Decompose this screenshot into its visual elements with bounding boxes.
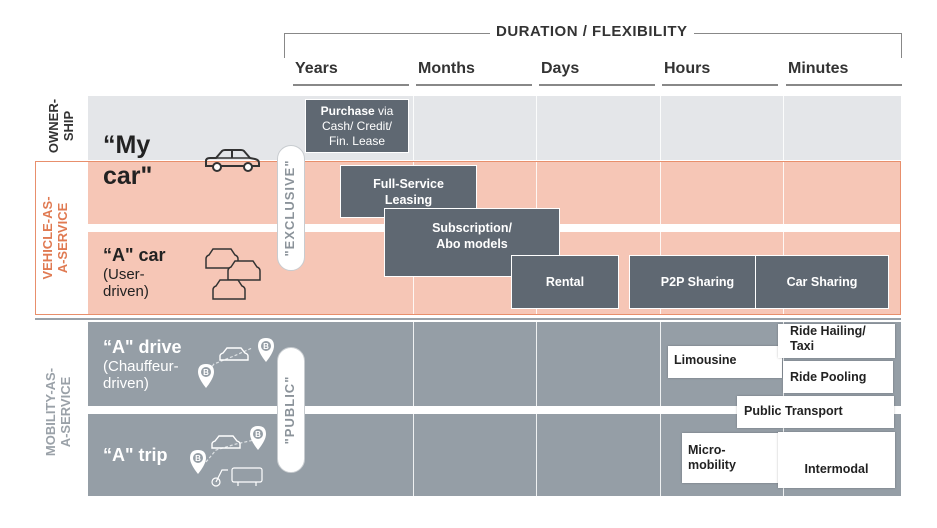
side-label-maas: MOBILITY-AS- A-SERVICE: [43, 367, 73, 457]
offering-car-sharing: Car Sharing: [755, 255, 889, 309]
column-hours: Hours: [664, 60, 711, 77]
row-label-a-drive: “A" drive (Chauffeur- driven): [103, 337, 182, 392]
column-underline: [416, 84, 532, 86]
column-years: Years: [295, 60, 338, 77]
offering-limousine: Limousine: [668, 346, 782, 378]
svg-text:B: B: [263, 342, 269, 351]
side-label-ownership: OWNER- SHIP: [46, 98, 76, 154]
svg-text:B: B: [195, 454, 201, 463]
location-marker-icon: B B: [190, 426, 266, 487]
offering-ride-hailing: Ride Hailing/ Taxi: [778, 324, 895, 358]
grid-line: [413, 96, 414, 496]
offering-ride-pooling: Ride Pooling: [783, 361, 893, 393]
offering-public-transport: Public Transport: [737, 396, 894, 428]
car-icon: [205, 149, 260, 172]
offering-intermodal: Intermodal: [778, 432, 895, 488]
row-label-a-trip: “A" trip: [103, 445, 168, 465]
column-underline: [293, 84, 409, 86]
svg-text:B: B: [255, 430, 261, 439]
column-months: Months: [418, 60, 475, 77]
svg-text:B: B: [203, 368, 209, 377]
column-underline: [662, 84, 778, 86]
section-divider: [35, 318, 901, 320]
offering-rental: Rental: [511, 255, 619, 309]
public-pill: "PUBLIC": [277, 347, 305, 473]
column-underline: [539, 84, 655, 86]
row-label-my-car: “My car": [103, 131, 153, 190]
column-minutes: Minutes: [788, 60, 849, 77]
offering-purchase: Purchase via Cash/ Credit/ Fin. Lease: [305, 99, 409, 153]
location-marker-icon: B B: [198, 338, 274, 388]
cars-icon: [205, 248, 261, 300]
column-underline: [786, 84, 902, 86]
side-label-vaas: VEHICLE-AS- A-SERVICE: [40, 196, 70, 280]
row-label-a-car: “A" car (User- driven): [103, 245, 166, 300]
offering-p2p-sharing: P2P Sharing: [629, 255, 766, 309]
vaas-frame: [35, 161, 901, 315]
offering-micromobility: Micro- mobility: [682, 433, 784, 483]
exclusive-pill: "EXCLUSIVE": [277, 145, 305, 271]
header-title: DURATION / FLEXIBILITY: [490, 23, 694, 40]
column-days: Days: [541, 60, 580, 77]
